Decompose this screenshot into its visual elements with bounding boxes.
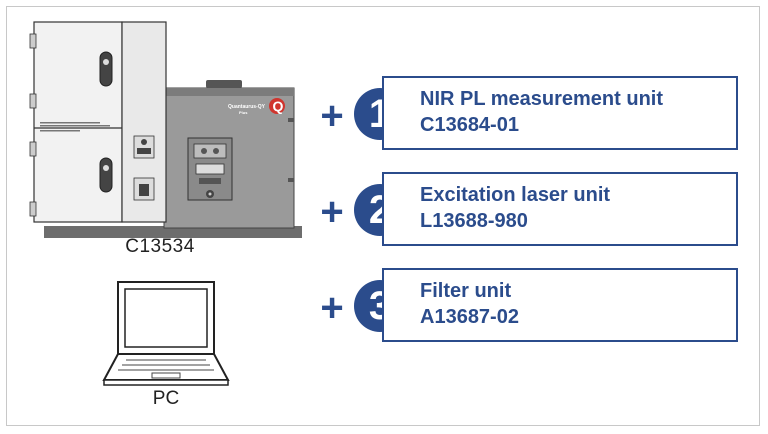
option-box-1: NIR PL measurement unit C13684-01 [382, 76, 738, 150]
plus-icon: + [320, 190, 344, 234]
device-label: C13534 [125, 236, 195, 257]
laptop-icon [102, 281, 230, 386]
logo-letter: Q [273, 98, 284, 114]
plus-icon: + [320, 94, 344, 138]
logo-circle-icon [269, 98, 285, 114]
logo-sub: Plus [239, 110, 248, 115]
option-box-2: Excitation laser unit L13688-980 [382, 172, 738, 246]
option-code: C13684-01 [420, 114, 519, 136]
option-name: Excitation laser unit [420, 184, 611, 206]
instrument-illustration: Quantaurus-QY Plus Q [29, 21, 302, 238]
logo-text: Quantaurus-QY [228, 104, 266, 110]
option-box-3: Filter unit A13687-02 [382, 268, 738, 342]
option-name: Filter unit [420, 280, 512, 302]
option-code: A13687-02 [420, 306, 519, 328]
plus-icon: + [320, 286, 344, 330]
pc-label: PC [152, 388, 180, 409]
option-name: NIR PL measurement unit [420, 88, 664, 110]
option-code: L13688-980 [420, 210, 528, 232]
